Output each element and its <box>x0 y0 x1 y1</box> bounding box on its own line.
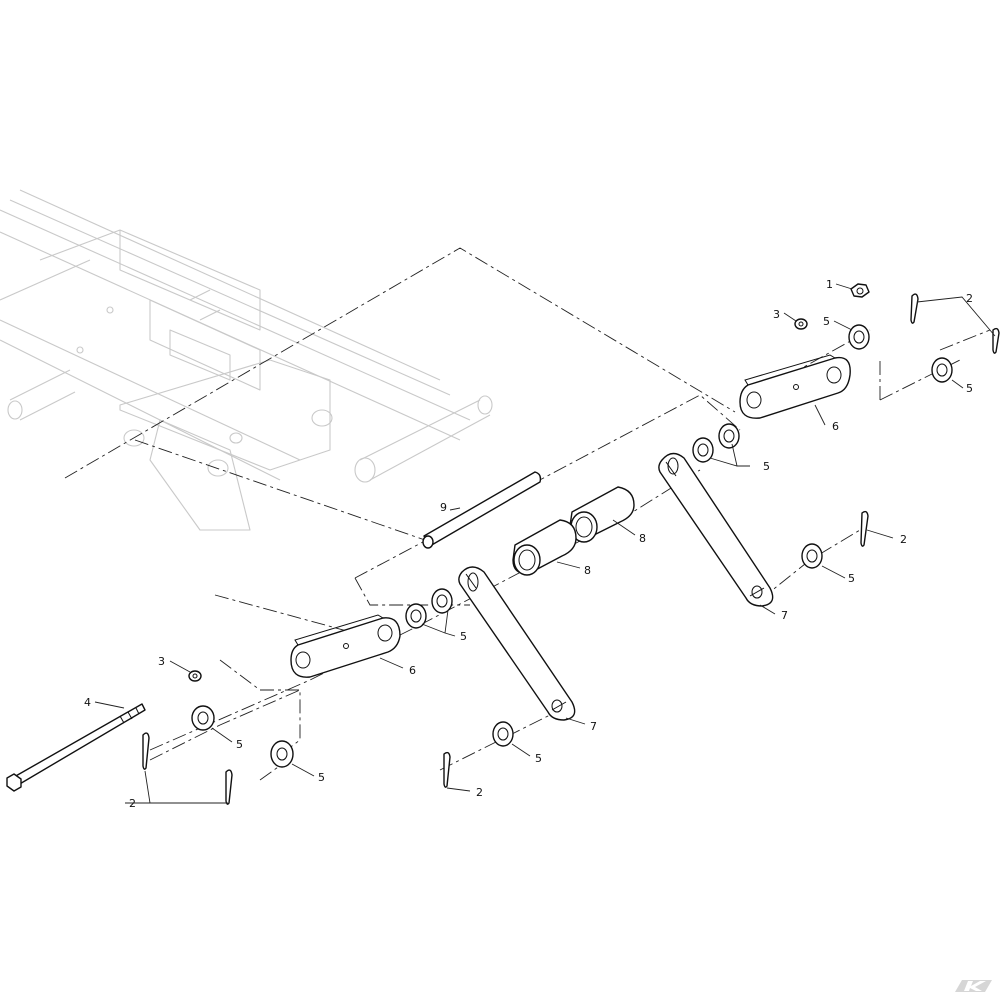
callout-2: 2 <box>129 797 136 810</box>
callout-3: 3 <box>773 308 780 321</box>
part-5-washers <box>191 324 953 768</box>
callout-5: 5 <box>236 738 243 751</box>
washer <box>692 437 714 463</box>
callout-5: 5 <box>848 572 855 585</box>
part-8-bushing-upper <box>569 486 635 543</box>
brand-logo <box>955 980 992 992</box>
callout-2: 2 <box>966 292 973 305</box>
part-7-arm-link-lower <box>458 566 576 721</box>
part-1-nut <box>850 283 870 298</box>
part-8-bushing-lower <box>512 519 577 576</box>
callout-3: 3 <box>158 655 165 668</box>
washer <box>848 324 870 350</box>
callout-5: 5 <box>535 752 542 765</box>
callout-6: 6 <box>832 420 839 433</box>
washer <box>191 705 215 731</box>
part-9-pin <box>422 471 542 549</box>
part-6-link-plate-lower <box>290 614 401 678</box>
washer <box>270 740 294 768</box>
part-6-link-plate-upper <box>739 354 851 419</box>
washer <box>431 588 453 614</box>
callout-2: 2 <box>900 533 907 546</box>
callout-7: 7 <box>590 720 597 733</box>
part-2-cotter-pins <box>142 293 1000 805</box>
assembly-centerlines <box>64 247 991 781</box>
callout-7: 7 <box>781 609 788 622</box>
callout-4: 4 <box>84 696 91 709</box>
washer <box>801 543 823 569</box>
callout-labels: 1 2 3 5 5 6 5 2 5 8 9 8 7 5 3 6 4 5 5 7 … <box>84 278 973 810</box>
washer <box>931 357 953 383</box>
washer <box>405 603 427 629</box>
callout-5: 5 <box>318 771 325 784</box>
washer <box>718 423 740 449</box>
leader-lines <box>94 283 996 804</box>
callout-5: 5 <box>823 315 830 328</box>
ghosted-chassis-frame <box>0 189 493 531</box>
part-4-long-bolt <box>6 703 146 792</box>
callout-2: 2 <box>476 786 483 799</box>
part-3-washer-upper <box>794 318 808 330</box>
callout-5: 5 <box>460 630 467 643</box>
callout-8: 8 <box>639 532 646 545</box>
callout-9: 9 <box>440 501 447 514</box>
part-3-washer-lower <box>188 670 202 682</box>
callout-5: 5 <box>763 460 770 473</box>
callout-1: 1 <box>826 278 833 291</box>
callout-5: 5 <box>966 382 973 395</box>
part-7-arm-link-upper <box>658 452 774 607</box>
washer <box>492 721 514 747</box>
callout-8: 8 <box>584 564 591 577</box>
callout-6: 6 <box>409 664 416 677</box>
